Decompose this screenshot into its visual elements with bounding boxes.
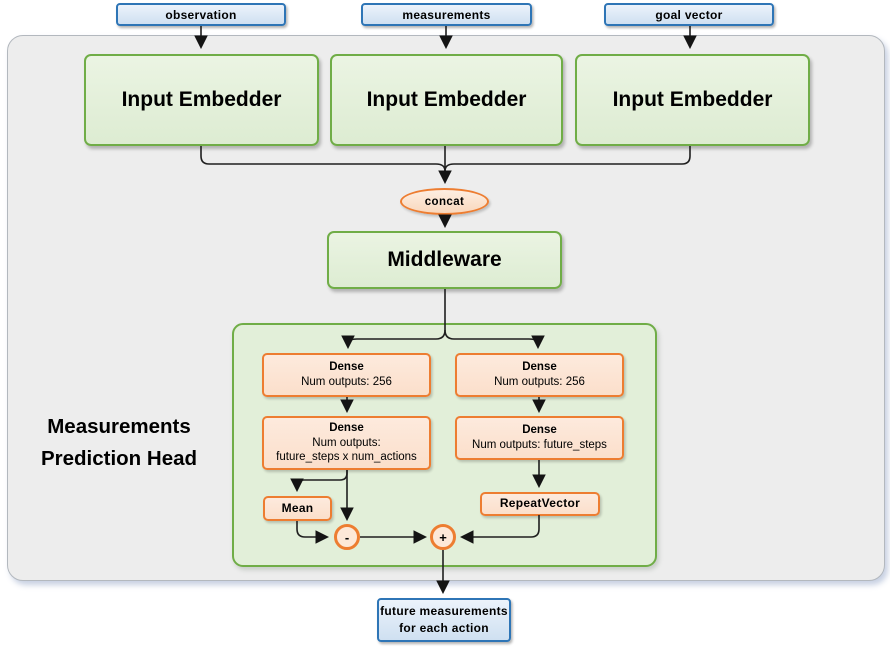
dense-outputs: Num outputs: 256 bbox=[301, 376, 392, 388]
output-box: future measurements for each action bbox=[377, 598, 511, 642]
prediction-head-title-line1: Measurements bbox=[47, 415, 191, 438]
dense-title: Dense bbox=[522, 361, 557, 374]
concat-label: concat bbox=[424, 195, 465, 208]
dense-right-2-box: Dense Num outputs: future_steps bbox=[455, 416, 624, 460]
dense-left-2-box: Dense Num outputs: future_steps x num_ac… bbox=[262, 416, 431, 470]
middleware-box: Middleware bbox=[327, 231, 562, 289]
prediction-head-title-line2: Prediction Head bbox=[40, 447, 198, 470]
mean-box: Mean bbox=[263, 496, 332, 521]
source-box-goal-vector: goal vector bbox=[604, 3, 774, 26]
repeat-vector-box: RepeatVector bbox=[480, 492, 600, 516]
concat-node: concat bbox=[400, 188, 489, 215]
input-embedder-label: Input Embedder bbox=[366, 88, 527, 111]
dense-title: Dense bbox=[522, 424, 557, 437]
source-label: measurements bbox=[402, 7, 491, 22]
add-label: + bbox=[439, 529, 447, 545]
dense-left-1-box: Dense Num outputs: 256 bbox=[262, 353, 431, 397]
input-embedder-box-1: Input Embedder bbox=[84, 54, 319, 146]
source-label: observation bbox=[165, 7, 237, 22]
subtract-node: - bbox=[334, 524, 360, 550]
source-box-measurements: measurements bbox=[361, 3, 532, 26]
input-embedder-label: Input Embedder bbox=[612, 88, 773, 111]
input-embedder-box-2: Input Embedder bbox=[330, 54, 563, 146]
repeat-vector-label: RepeatVector bbox=[499, 496, 581, 511]
dense-outputs: Num outputs: future_steps bbox=[472, 439, 607, 451]
dense-outputs: Num outputs: 256 bbox=[494, 376, 585, 388]
dense-outputs: Num outputs: bbox=[312, 436, 381, 449]
dense-title: Dense bbox=[329, 361, 364, 374]
output-label-line2: for each action bbox=[399, 621, 489, 635]
mean-label: Mean bbox=[281, 500, 314, 515]
dense-right-1-box: Dense Num outputs: 256 bbox=[455, 353, 624, 397]
output-label-line1: future measurements bbox=[380, 603, 508, 618]
subtract-label: - bbox=[344, 529, 350, 545]
add-node: + bbox=[430, 524, 456, 550]
source-label: goal vector bbox=[655, 7, 723, 22]
prediction-head-title: Measurements Prediction Head bbox=[13, 411, 225, 475]
middleware-label: Middleware bbox=[387, 248, 502, 271]
dense-outputs-formula: future_steps x num_actions bbox=[276, 451, 417, 464]
dense-title: Dense bbox=[329, 421, 364, 434]
input-embedder-box-3: Input Embedder bbox=[575, 54, 810, 146]
source-box-observation: observation bbox=[116, 3, 286, 26]
input-embedder-label: Input Embedder bbox=[121, 88, 282, 111]
